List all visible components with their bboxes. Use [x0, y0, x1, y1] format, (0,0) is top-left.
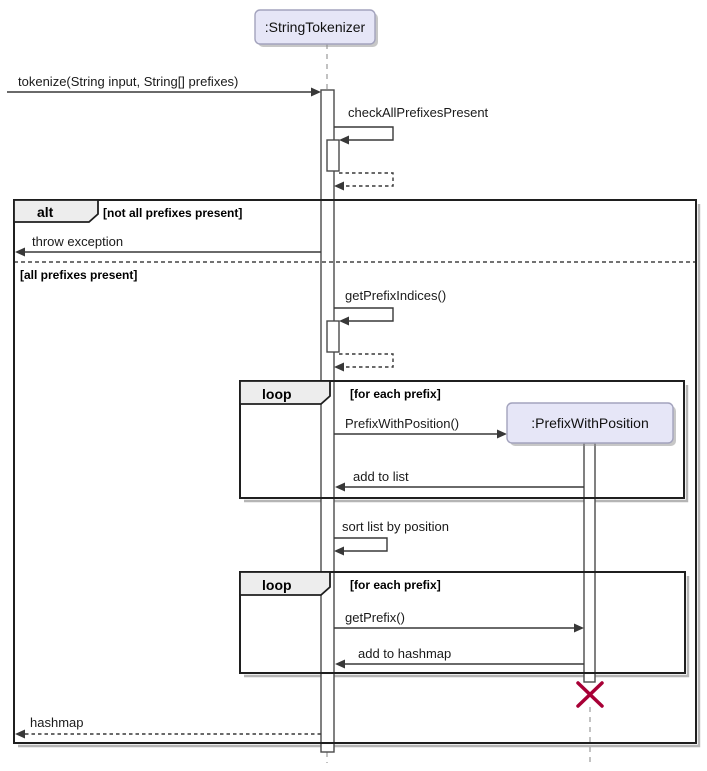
message-throw-arrowhead-icon	[15, 247, 25, 257]
message-throw-label: throw exception	[32, 234, 123, 249]
message-addtohashmap-label: add to hashmap	[358, 646, 451, 661]
loop2-guard-label: [for each prefix]	[350, 578, 441, 592]
loop1-operator-pentagon-icon	[239, 380, 331, 405]
message-tokenize-arrowhead-icon	[311, 87, 321, 97]
message-check-return-arrowhead-icon	[334, 181, 344, 191]
participant-prefixwithposition-label: :PrefixWithPosition	[531, 415, 648, 431]
message-sort-label: sort list by position	[342, 519, 449, 534]
message-check-return-line	[339, 172, 394, 187]
message-check-selfcall-line	[334, 126, 394, 141]
message-addtolist-label: add to list	[353, 469, 409, 484]
message-check-label: checkAllPrefixesPresent	[348, 105, 489, 120]
alt-guard-if-label: [not all prefixes present]	[103, 206, 242, 220]
message-getprefix-label: getPrefix()	[345, 610, 405, 625]
message-sort-selfcall-line	[334, 537, 388, 552]
message-getindices-return-line	[339, 353, 394, 368]
participant-stringtokenizer-box	[254, 9, 376, 45]
loop1-fragment-shadow	[244, 385, 689, 503]
loop1-operator-label: loop	[262, 386, 292, 402]
alt-operator-label: alt	[37, 204, 54, 220]
message-hashmap-arrowhead-icon	[15, 729, 25, 739]
activation-check-all-prefixes	[326, 139, 340, 172]
destroy-x-icon	[576, 681, 604, 708]
activation-prefixwithposition	[583, 442, 596, 683]
message-addtohashmap-arrowhead-icon	[335, 659, 345, 669]
message-hashmap-label: hashmap	[30, 715, 83, 730]
message-getindices-selfcall-line	[334, 307, 394, 322]
message-create-arrowhead-icon	[497, 429, 507, 439]
activation-get-prefix-indices	[326, 320, 340, 353]
message-tokenize-label: tokenize(String input, String[] prefixes…	[18, 74, 238, 89]
alt-guard-else-label: [all prefixes present]	[20, 268, 137, 282]
alt-fragment-shadow	[18, 204, 701, 748]
message-create-label: PrefixWithPosition()	[345, 416, 459, 431]
loop2-fragment-border	[239, 571, 686, 674]
participant-stringtokenizer-label: :StringTokenizer	[265, 19, 366, 35]
message-getprefix-arrowhead-icon	[574, 623, 584, 633]
loop2-operator-pentagon-icon	[239, 571, 331, 596]
message-getindices-return-arrowhead-icon	[334, 362, 344, 372]
message-getindices-arrowhead-icon	[339, 316, 349, 326]
message-sort-arrowhead-icon	[334, 546, 344, 556]
participant-prefixwithposition-box	[506, 402, 674, 444]
loop1-fragment-border	[239, 380, 685, 499]
message-addtolist-arrowhead-icon	[335, 482, 345, 492]
destroy-x-stroke-2	[576, 681, 604, 708]
message-check-arrowhead-icon	[339, 135, 349, 145]
activation-stringtokenizer	[320, 89, 335, 753]
loop2-operator-label: loop	[262, 577, 292, 593]
loop1-guard-label: [for each prefix]	[350, 387, 441, 401]
message-getindices-label: getPrefixIndices()	[345, 288, 446, 303]
alt-fragment-border	[13, 199, 697, 744]
alt-operator-pentagon-icon	[13, 199, 99, 223]
loop2-fragment-shadow	[244, 576, 690, 678]
